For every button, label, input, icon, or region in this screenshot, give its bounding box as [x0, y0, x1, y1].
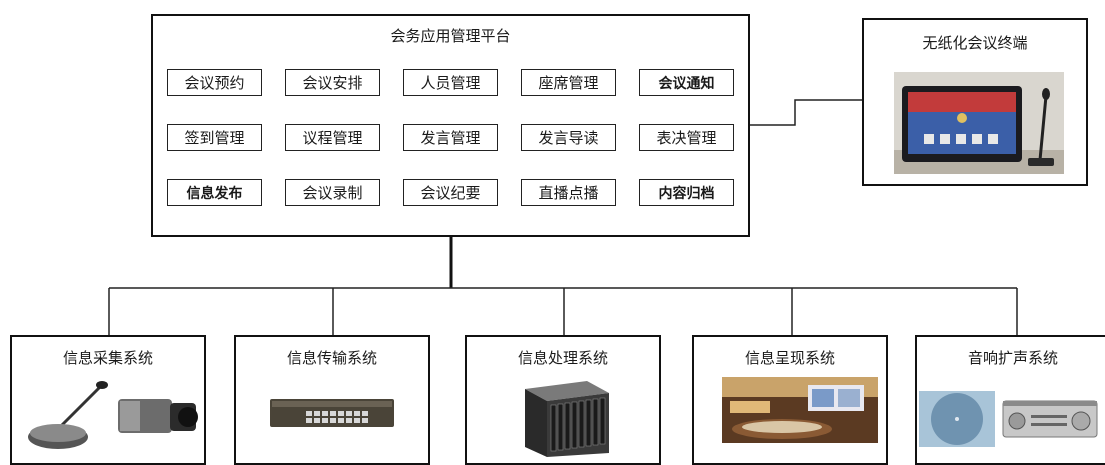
subsystem-info-collection: 信息采集系统 — [10, 335, 206, 465]
microphone-and-camera-image — [28, 381, 198, 449]
tablet-with-microphone-image — [894, 72, 1064, 174]
module-meeting-notice: 会议通知 — [639, 69, 734, 96]
module-seating-management: 座席管理 — [521, 69, 616, 96]
platform-title: 会务应用管理平台 — [390, 27, 511, 45]
module-check-in: 签到管理 — [167, 124, 262, 151]
network-switch-image — [270, 399, 394, 427]
module-voting: 表决管理 — [639, 124, 734, 151]
subsystem-info-processing: 信息处理系统 — [465, 335, 661, 465]
subsystem-title: 音响扩声系统 — [967, 349, 1058, 367]
module-agenda: 议程管理 — [285, 124, 380, 151]
module-info-publish: 信息发布 — [167, 179, 262, 206]
module-meeting-arrangement: 会议安排 — [285, 69, 380, 96]
module-meeting-reservation: 会议预约 — [167, 69, 262, 96]
subsystem-info-presentation: 信息呈现系统 — [692, 335, 888, 465]
conference-room-display-image — [722, 377, 878, 443]
module-grid: 会议预约 会议安排 人员管理 座席管理 会议通知 签到管理 议程管理 发言管理 … — [167, 69, 737, 219]
subsystem-title: 信息呈现系统 — [744, 349, 835, 367]
speaker-and-amplifier-image — [919, 391, 1098, 447]
subsystem-info-transmission: 信息传输系统 — [234, 335, 430, 465]
subsystem-title: 信息采集系统 — [62, 349, 153, 367]
module-archive: 内容归档 — [639, 179, 734, 206]
terminal-title: 无纸化会议终端 — [922, 34, 1028, 52]
module-speech-guide: 发言导读 — [521, 124, 616, 151]
module-speech-management: 发言管理 — [403, 124, 498, 151]
subsystem-audio-amplification: 音响扩声系统 — [915, 335, 1105, 465]
subsystem-title: 信息处理系统 — [517, 349, 608, 367]
module-personnel-management: 人员管理 — [403, 69, 498, 96]
subsystem-title: 信息传输系统 — [286, 349, 377, 367]
module-live-vod: 直播点播 — [521, 179, 616, 206]
module-minutes: 会议纪要 — [403, 179, 498, 206]
platform-box: 会务应用管理平台 会议预约 会议安排 人员管理 座席管理 会议通知 签到管理 议… — [151, 14, 750, 237]
terminal-box: 无纸化会议终端 — [862, 18, 1088, 186]
module-recording: 会议录制 — [285, 179, 380, 206]
server-chassis-image — [525, 381, 609, 457]
